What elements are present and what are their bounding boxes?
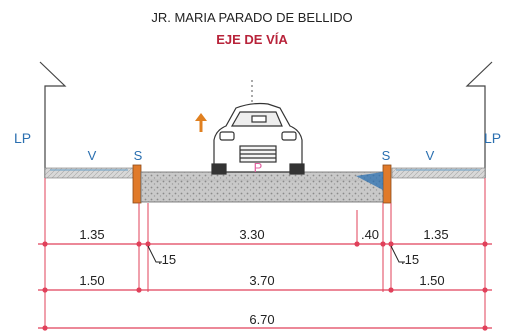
- dimension-ticks-row2: [42, 287, 488, 293]
- curb-left-leader: [147, 245, 162, 263]
- curb-right-leader: [390, 245, 405, 263]
- gutter-wedge: [356, 172, 383, 190]
- dim-pavement-width: 3.30: [239, 227, 264, 242]
- verge-left-label: V: [88, 148, 97, 163]
- property-line-left-label: LP: [14, 130, 31, 146]
- sidewalk-right-label: S: [382, 148, 391, 163]
- right-building-outline: [465, 61, 493, 178]
- dim-right-total: 1.50: [419, 273, 444, 288]
- left-building-outline: [39, 61, 67, 178]
- dim-total-width: 6.70: [249, 312, 274, 327]
- verge-right-label: V: [426, 148, 435, 163]
- dimension-ticks-row1: [42, 241, 488, 247]
- dim-right-curb: .15: [401, 252, 419, 267]
- left-curb: [132, 164, 142, 204]
- dim-carriageway: 3.70: [249, 273, 274, 288]
- dim-right-sidewalk-verge: 1.35: [423, 227, 448, 242]
- direction-arrow-icon: [195, 113, 207, 132]
- street-title: JR. MARIA PARADO DE BELLIDO: [151, 10, 352, 25]
- dimension-extension-lines: [44, 178, 486, 330]
- pavement-surface: [140, 171, 384, 203]
- right-verge: [391, 167, 486, 179]
- right-curb: [382, 164, 392, 204]
- car-icon: [211, 102, 305, 175]
- property-line-right-label: LP: [484, 130, 501, 146]
- axis-subtitle: EJE DE VÍA: [216, 32, 288, 47]
- dim-gutter-width: .40: [361, 227, 379, 242]
- dim-left-curb: .15: [158, 252, 176, 267]
- dimension-ticks-total: [42, 325, 488, 331]
- sidewalk-left-label: S: [134, 148, 143, 163]
- pavement-label: P: [254, 160, 263, 175]
- dim-left-total: 1.50: [79, 273, 104, 288]
- dim-left-sidewalk-verge: 1.35: [79, 227, 104, 242]
